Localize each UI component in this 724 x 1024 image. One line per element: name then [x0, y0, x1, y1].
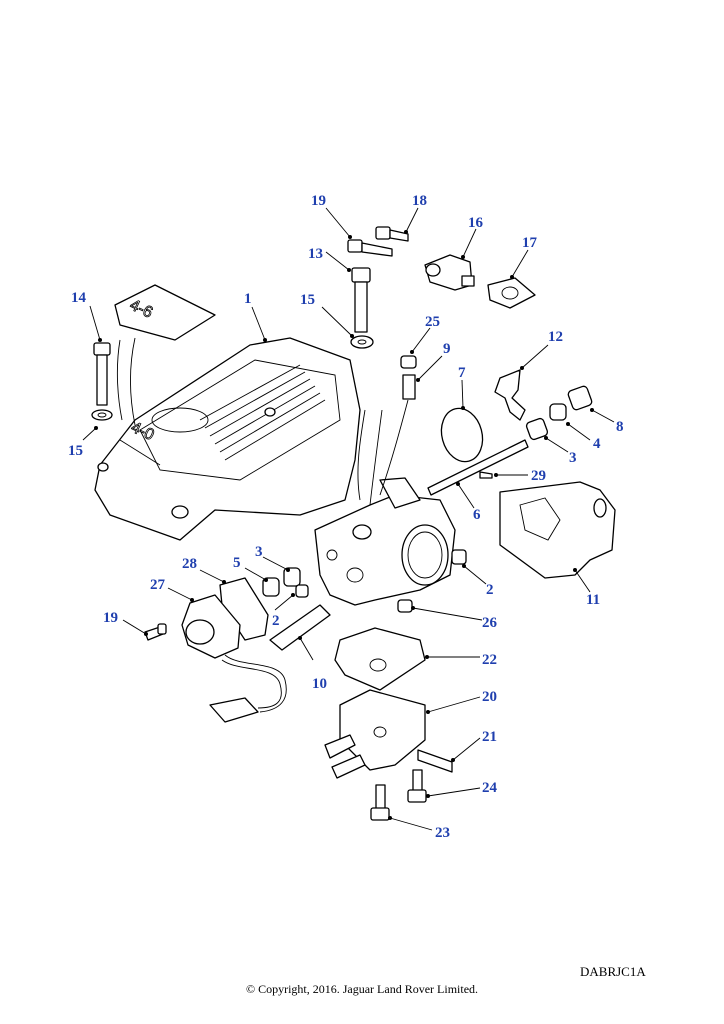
pipe-10 — [269, 604, 331, 651]
pipe-21 — [417, 749, 453, 773]
callout-15-top: 15 — [300, 292, 315, 308]
bushing-2-left — [295, 584, 309, 598]
copyright-notice: © Copyright, 2016. Jaguar Land Rover Lim… — [245, 982, 479, 996]
callout-29: 29 — [531, 468, 546, 484]
bolt-14 — [91, 342, 113, 421]
bracket-11 — [499, 481, 616, 579]
housing-20 — [324, 689, 426, 779]
callout-17: 17 — [522, 235, 538, 251]
callout-4: 4 — [593, 436, 601, 452]
diagram-reference-code: DABRJC1A — [580, 964, 646, 979]
callout-2-left: 2 — [272, 613, 280, 629]
callout-5: 5 — [233, 555, 241, 571]
callout-2-right: 2 — [486, 582, 494, 598]
screw-19-top — [347, 239, 393, 257]
bolt-13 — [350, 267, 374, 349]
bushing-3 — [525, 417, 549, 441]
throttle-body — [314, 477, 456, 606]
callout-15-left: 15 — [68, 443, 83, 459]
callout-11: 11 — [586, 592, 600, 608]
callout-9: 9 — [443, 341, 451, 357]
callout-3-left: 3 — [255, 544, 263, 560]
callout-28: 28 — [182, 556, 197, 572]
callout-27: 27 — [150, 577, 166, 593]
bushing-3-left — [283, 567, 301, 587]
bushing-2-right — [451, 549, 467, 565]
callout-7: 7 — [458, 365, 466, 381]
callout-8: 8 — [616, 419, 624, 435]
throttle-plate-7 — [440, 407, 484, 463]
bushing-8 — [567, 385, 593, 411]
callout-3-right: 3 — [569, 450, 577, 466]
bushing-26 — [397, 599, 413, 613]
leader-lines — [82, 207, 615, 831]
callout-6: 6 — [473, 507, 481, 523]
callout-21: 21 — [482, 729, 497, 745]
callout-26: 26 — [482, 615, 498, 631]
gasket-22 — [334, 627, 426, 691]
screw-29 — [479, 471, 493, 479]
bushing-4 — [549, 403, 567, 421]
callout-14: 14 — [71, 290, 87, 306]
callout-22: 22 — [482, 652, 497, 668]
callout-24: 24 — [482, 780, 498, 796]
callout-12: 12 — [548, 329, 563, 345]
screw-19-bottom — [144, 623, 167, 641]
callout-1: 1 — [244, 291, 252, 307]
cap-25 — [400, 355, 417, 369]
callout-10: 10 — [312, 676, 327, 692]
callout-19-top: 19 — [311, 193, 326, 209]
callout-16: 16 — [468, 215, 484, 231]
callout-13: 13 — [308, 246, 323, 262]
callout-20: 20 — [482, 689, 497, 705]
throttle-shaft-6 — [427, 439, 529, 496]
bushing-5 — [262, 577, 280, 597]
lever-12 — [494, 369, 526, 421]
stud-9 — [402, 374, 416, 400]
throttle-position-sensor-27 — [181, 594, 287, 723]
callout-23: 23 — [435, 825, 450, 841]
inlet-plenum-cover — [94, 337, 361, 541]
callout-labels: 1 2 2 3 3 4 5 6 7 8 9 10 11 12 13 14 15 … — [68, 193, 624, 841]
badge-4-6: 4-6 — [114, 284, 216, 341]
screw-18 — [375, 226, 409, 242]
callout-18: 18 — [412, 193, 427, 209]
callout-19-bottom: 19 — [103, 610, 118, 626]
gasket-17 — [487, 277, 536, 309]
bolt-23 — [370, 784, 390, 821]
callout-25: 25 — [425, 314, 440, 330]
bolt-24 — [407, 769, 427, 803]
idle-control-valve-16 — [424, 254, 475, 291]
